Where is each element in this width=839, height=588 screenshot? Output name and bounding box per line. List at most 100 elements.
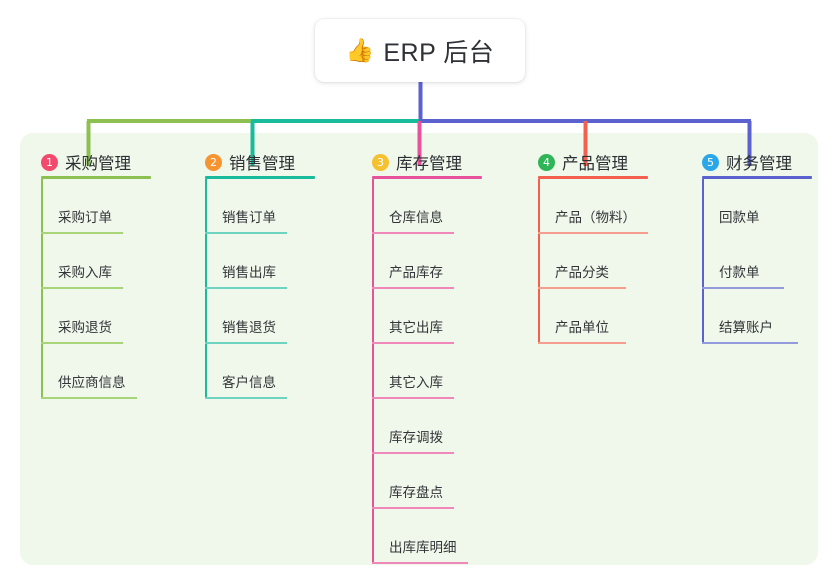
branch-column-2: 2 销售管理 销售订单 销售出库 销售退货 客户信息 (200, 145, 350, 399)
leaf-rule (372, 287, 454, 289)
leaf-label: 产品单位 (555, 320, 609, 335)
list-item[interactable]: 产品库存 (367, 234, 527, 289)
list-item[interactable]: 采购订单 (36, 179, 186, 234)
branch-badge-4: 4 (538, 153, 555, 171)
leaf-label: 供应商信息 (58, 375, 126, 390)
branch-header-1[interactable]: 1 采购管理 (36, 145, 186, 179)
leaf-label: 其它出库 (389, 320, 443, 335)
branch-header-rule-2 (205, 176, 315, 179)
branch-header-2[interactable]: 2 销售管理 (200, 145, 350, 179)
list-item[interactable]: 客户信息 (200, 344, 350, 399)
leaf-rule (538, 342, 626, 344)
list-item[interactable]: 供应商信息 (36, 344, 186, 399)
leaf-rule (205, 232, 287, 234)
branch-badge-2: 2 (205, 153, 222, 171)
branch-badge-3: 3 (372, 153, 389, 171)
leaf-label: 采购退货 (58, 320, 112, 335)
leaf-rule (372, 342, 454, 344)
branch-header-rule-5 (702, 176, 812, 179)
leaf-rule (41, 397, 137, 399)
branch-items-2: 销售订单 销售出库 销售退货 客户信息 (200, 179, 350, 399)
leaf-label: 客户信息 (222, 375, 276, 390)
branch-items-4: 产品（物料） 产品分类 产品单位 (533, 179, 698, 344)
list-item[interactable]: 回款单 (697, 179, 839, 234)
list-item[interactable]: 其它出库 (367, 289, 527, 344)
leaf-label: 采购入库 (58, 265, 112, 280)
list-item[interactable]: 产品分类 (533, 234, 698, 289)
branch-spine-1 (41, 179, 43, 399)
branch-items-1: 采购订单 采购入库 采购退货 供应商信息 (36, 179, 186, 399)
leaf-rule (41, 232, 123, 234)
leaf-rule (41, 342, 123, 344)
list-item[interactable]: 库存盘点 (367, 454, 527, 509)
leaf-rule (205, 397, 287, 399)
branch-header-3[interactable]: 3 库存管理 (367, 145, 527, 179)
list-item[interactable]: 仓库信息 (367, 179, 527, 234)
branch-column-3: 3 库存管理 仓库信息 产品库存 其它出库 其它入库 库存调拨 (367, 145, 527, 564)
leaf-rule (205, 342, 287, 344)
leaf-rule (41, 287, 123, 289)
branch-spine-5 (702, 179, 704, 344)
leaf-label: 结算账户 (719, 320, 773, 335)
leaf-label: 回款单 (719, 210, 760, 225)
list-item[interactable]: 其它入库 (367, 344, 527, 399)
leaf-label: 采购订单 (58, 210, 112, 225)
leaf-rule (538, 232, 648, 234)
branch-badge-5: 5 (702, 153, 719, 171)
thumbs-up-icon: 👍 (345, 37, 375, 63)
branch-spine-4 (538, 179, 540, 344)
branch-header-5[interactable]: 5 财务管理 (697, 145, 839, 179)
leaf-label: 产品库存 (389, 265, 443, 280)
leaf-rule (372, 452, 454, 454)
branch-title-2: 销售管理 (229, 155, 295, 173)
branch-title-3: 库存管理 (396, 155, 462, 173)
branch-panel-background (20, 133, 818, 565)
list-item[interactable]: 产品（物料） (533, 179, 698, 234)
leaf-label: 仓库信息 (389, 210, 443, 225)
branch-items-5: 回款单 付款单 结算账户 (697, 179, 839, 344)
list-item[interactable]: 销售出库 (200, 234, 350, 289)
list-item[interactable]: 库存调拨 (367, 399, 527, 454)
branch-spine-3 (372, 179, 374, 564)
branch-badge-1: 1 (41, 153, 58, 171)
list-item[interactable]: 销售订单 (200, 179, 350, 234)
leaf-label: 销售出库 (222, 265, 276, 280)
leaf-label: 其它入库 (389, 375, 443, 390)
branch-title-4: 产品管理 (562, 155, 628, 173)
leaf-rule (372, 232, 454, 234)
list-item[interactable]: 产品单位 (533, 289, 698, 344)
leaf-rule (372, 397, 454, 399)
branch-header-rule-4 (538, 176, 648, 179)
leaf-label: 库存盘点 (389, 485, 443, 500)
list-item[interactable]: 采购退货 (36, 289, 186, 344)
leaf-label: 销售退货 (222, 320, 276, 335)
leaf-label: 库存调拨 (389, 430, 443, 445)
leaf-rule (702, 287, 784, 289)
list-item[interactable]: 付款单 (697, 234, 839, 289)
leaf-label: 产品分类 (555, 265, 609, 280)
list-item[interactable]: 采购入库 (36, 234, 186, 289)
list-item[interactable]: 销售退货 (200, 289, 350, 344)
page-title: ERP 后台 (383, 38, 495, 67)
branch-column-4: 4 产品管理 产品（物料） 产品分类 产品单位 (533, 145, 698, 344)
branch-title-5: 财务管理 (726, 155, 792, 173)
branch-header-4[interactable]: 4 产品管理 (533, 145, 698, 179)
leaf-label: 销售订单 (222, 210, 276, 225)
leaf-rule (205, 287, 287, 289)
branch-header-rule-1 (41, 176, 151, 179)
branch-spine-2 (205, 179, 207, 399)
leaf-label: 产品（物料） (555, 210, 636, 225)
leaf-rule (372, 507, 454, 509)
branch-header-rule-3 (372, 176, 482, 179)
root-node[interactable]: 👍 ERP 后台 (315, 19, 525, 82)
leaf-rule (372, 562, 468, 564)
branch-items-3: 仓库信息 产品库存 其它出库 其它入库 库存调拨 库存盘点 (367, 179, 527, 564)
list-item[interactable]: 结算账户 (697, 289, 839, 344)
branch-column-5: 5 财务管理 回款单 付款单 结算账户 (697, 145, 839, 344)
leaf-label: 出库库明细 (389, 540, 457, 555)
list-item[interactable]: 出库库明细 (367, 509, 527, 564)
leaf-rule (702, 342, 798, 344)
branch-column-1: 1 采购管理 采购订单 采购入库 采购退货 供应商信息 (36, 145, 186, 399)
leaf-rule (538, 287, 626, 289)
